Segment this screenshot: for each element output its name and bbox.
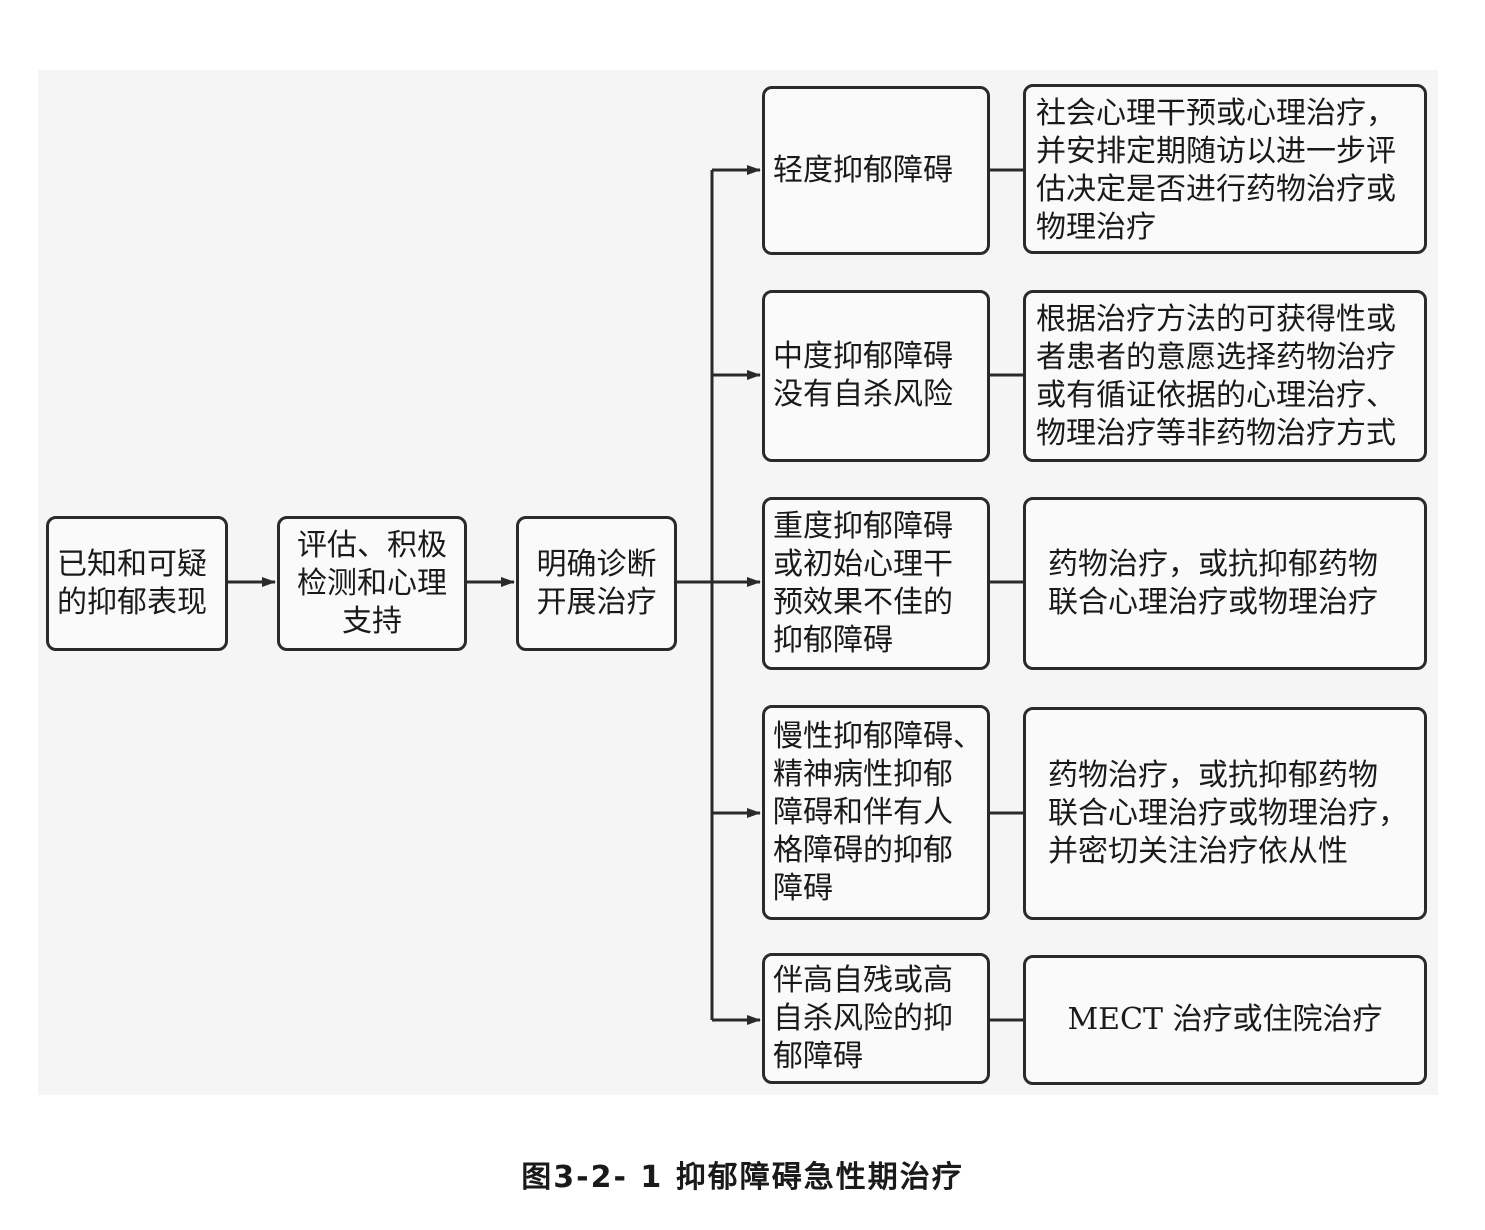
condition-label: 伴高自残或高 自杀风险的抑 郁障碍	[773, 962, 953, 1074]
condition-chronic: 慢性抑郁障碍、 精神病性抑郁 障碍和伴有人 格障碍的抑郁 障碍	[762, 705, 990, 920]
treatment-high-risk: MECT 治疗或住院治疗	[1023, 955, 1427, 1085]
condition-label: 慢性抑郁障碍、 精神病性抑郁 障碍和伴有人 格障碍的抑郁 障碍	[773, 718, 983, 906]
figure-caption: 图3-2- 1 抑郁障碍急性期治疗	[521, 1160, 964, 1195]
condition-mild: 轻度抑郁障碍	[762, 86, 990, 255]
treatment-mild: 社会心理干预或心理治疗， 并安排定期随访以进一步评 估决定是否进行药物治疗或 物…	[1023, 84, 1427, 254]
condition-label: 轻度抑郁障碍	[773, 152, 953, 188]
treatment-chronic: 药物治疗，或抗抑郁药物 联合心理治疗或物理治疗， 并密切关注治疗依从性	[1023, 707, 1427, 920]
node-assessment-label: 评估、积极 检测和心理 支持	[297, 527, 447, 639]
node-assessment: 评估、积极 检测和心理 支持	[277, 516, 467, 651]
condition-moderate: 中度抑郁障碍 没有自杀风险	[762, 290, 990, 462]
condition-label: 中度抑郁障碍 没有自杀风险	[773, 339, 953, 412]
treatment-label: 根据治疗方法的可获得性或 者患者的意愿选择药物治疗 或有循证依据的心理治疗、 物…	[1036, 302, 1396, 451]
treatment-label: 药物治疗，或抗抑郁药物 联合心理治疗或物理治疗	[1048, 546, 1378, 620]
treatment-label: MECT 治疗或住院治疗	[1067, 1002, 1383, 1037]
condition-severe: 重度抑郁障碍 或初始心理干 预效果不佳的 抑郁障碍	[762, 497, 990, 670]
condition-high-risk: 伴高自残或高 自杀风险的抑 郁障碍	[762, 953, 990, 1084]
treatment-moderate: 根据治疗方法的可获得性或 者患者的意愿选择药物治疗 或有循证依据的心理治疗、 物…	[1023, 290, 1427, 462]
treatment-label: 药物治疗，或抗抑郁药物 联合心理治疗或物理治疗， 并密切关注治疗依从性	[1048, 757, 1408, 869]
node-diagnosis: 明确诊断 开展治疗	[516, 516, 677, 651]
treatment-severe: 药物治疗，或抗抑郁药物 联合心理治疗或物理治疗	[1023, 497, 1427, 670]
node-diagnosis-label: 明确诊断 开展治疗	[536, 546, 657, 620]
node-symptoms-label: 已知和可疑 的抑郁表现	[57, 546, 207, 620]
node-symptoms: 已知和可疑 的抑郁表现	[46, 516, 228, 651]
treatment-label: 社会心理干预或心理治疗， 并安排定期随访以进一步评 估决定是否进行药物治疗或 物…	[1036, 96, 1396, 245]
condition-label: 重度抑郁障碍 或初始心理干 预效果不佳的 抑郁障碍	[773, 508, 953, 658]
